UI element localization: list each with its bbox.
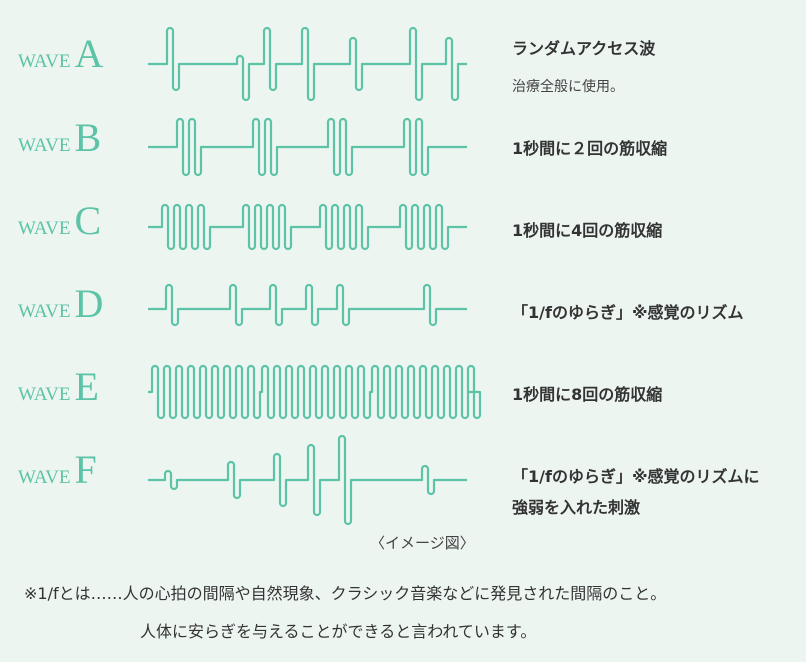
wave-c-line [148,203,467,251]
wave-a-label: WAVE A [18,31,104,76]
footnote-line-2: 人体に安らぎを与えることができると言われています。 [140,622,537,641]
wave-a-desc: ランダムアクセス波 [512,39,656,58]
wave-a-line [148,26,467,102]
wave-f-desc-2: 強弱を入れた刺激 [512,498,641,517]
wave-e-line [148,364,482,420]
wave-f-line [148,434,467,526]
wave-f-desc: 「1/fのゆらぎ」※感覚のリズムに [512,467,760,486]
footnote-line-1: ※1/fとは……人の心拍の間隔や自然現象、クラシック音楽などに発見された間隔のこ… [24,584,667,603]
wave-a-sub: 治療全般に使用。 [512,79,624,95]
wave-c-label: WAVE C [18,198,102,243]
wave-b-desc: 1秒間に２回の筋収縮 [512,139,668,158]
wave-d-label: WAVE D [18,281,104,326]
image-caption: 〈イメージ図〉 [370,534,475,552]
wave-f-label: WAVE F [18,447,97,492]
wave-c-desc: 1秒間に4回の筋収縮 [512,221,663,240]
wave-d-desc: 「1/fのゆらぎ」※感覚のリズム [512,303,744,322]
wave-b-label: WAVE B [18,115,102,160]
wave-e-label: WAVE E [18,364,99,409]
wave-e-desc: 1秒間に8回の筋収縮 [512,385,663,404]
wave-b-line [148,117,467,177]
wave-d-line [148,283,467,327]
